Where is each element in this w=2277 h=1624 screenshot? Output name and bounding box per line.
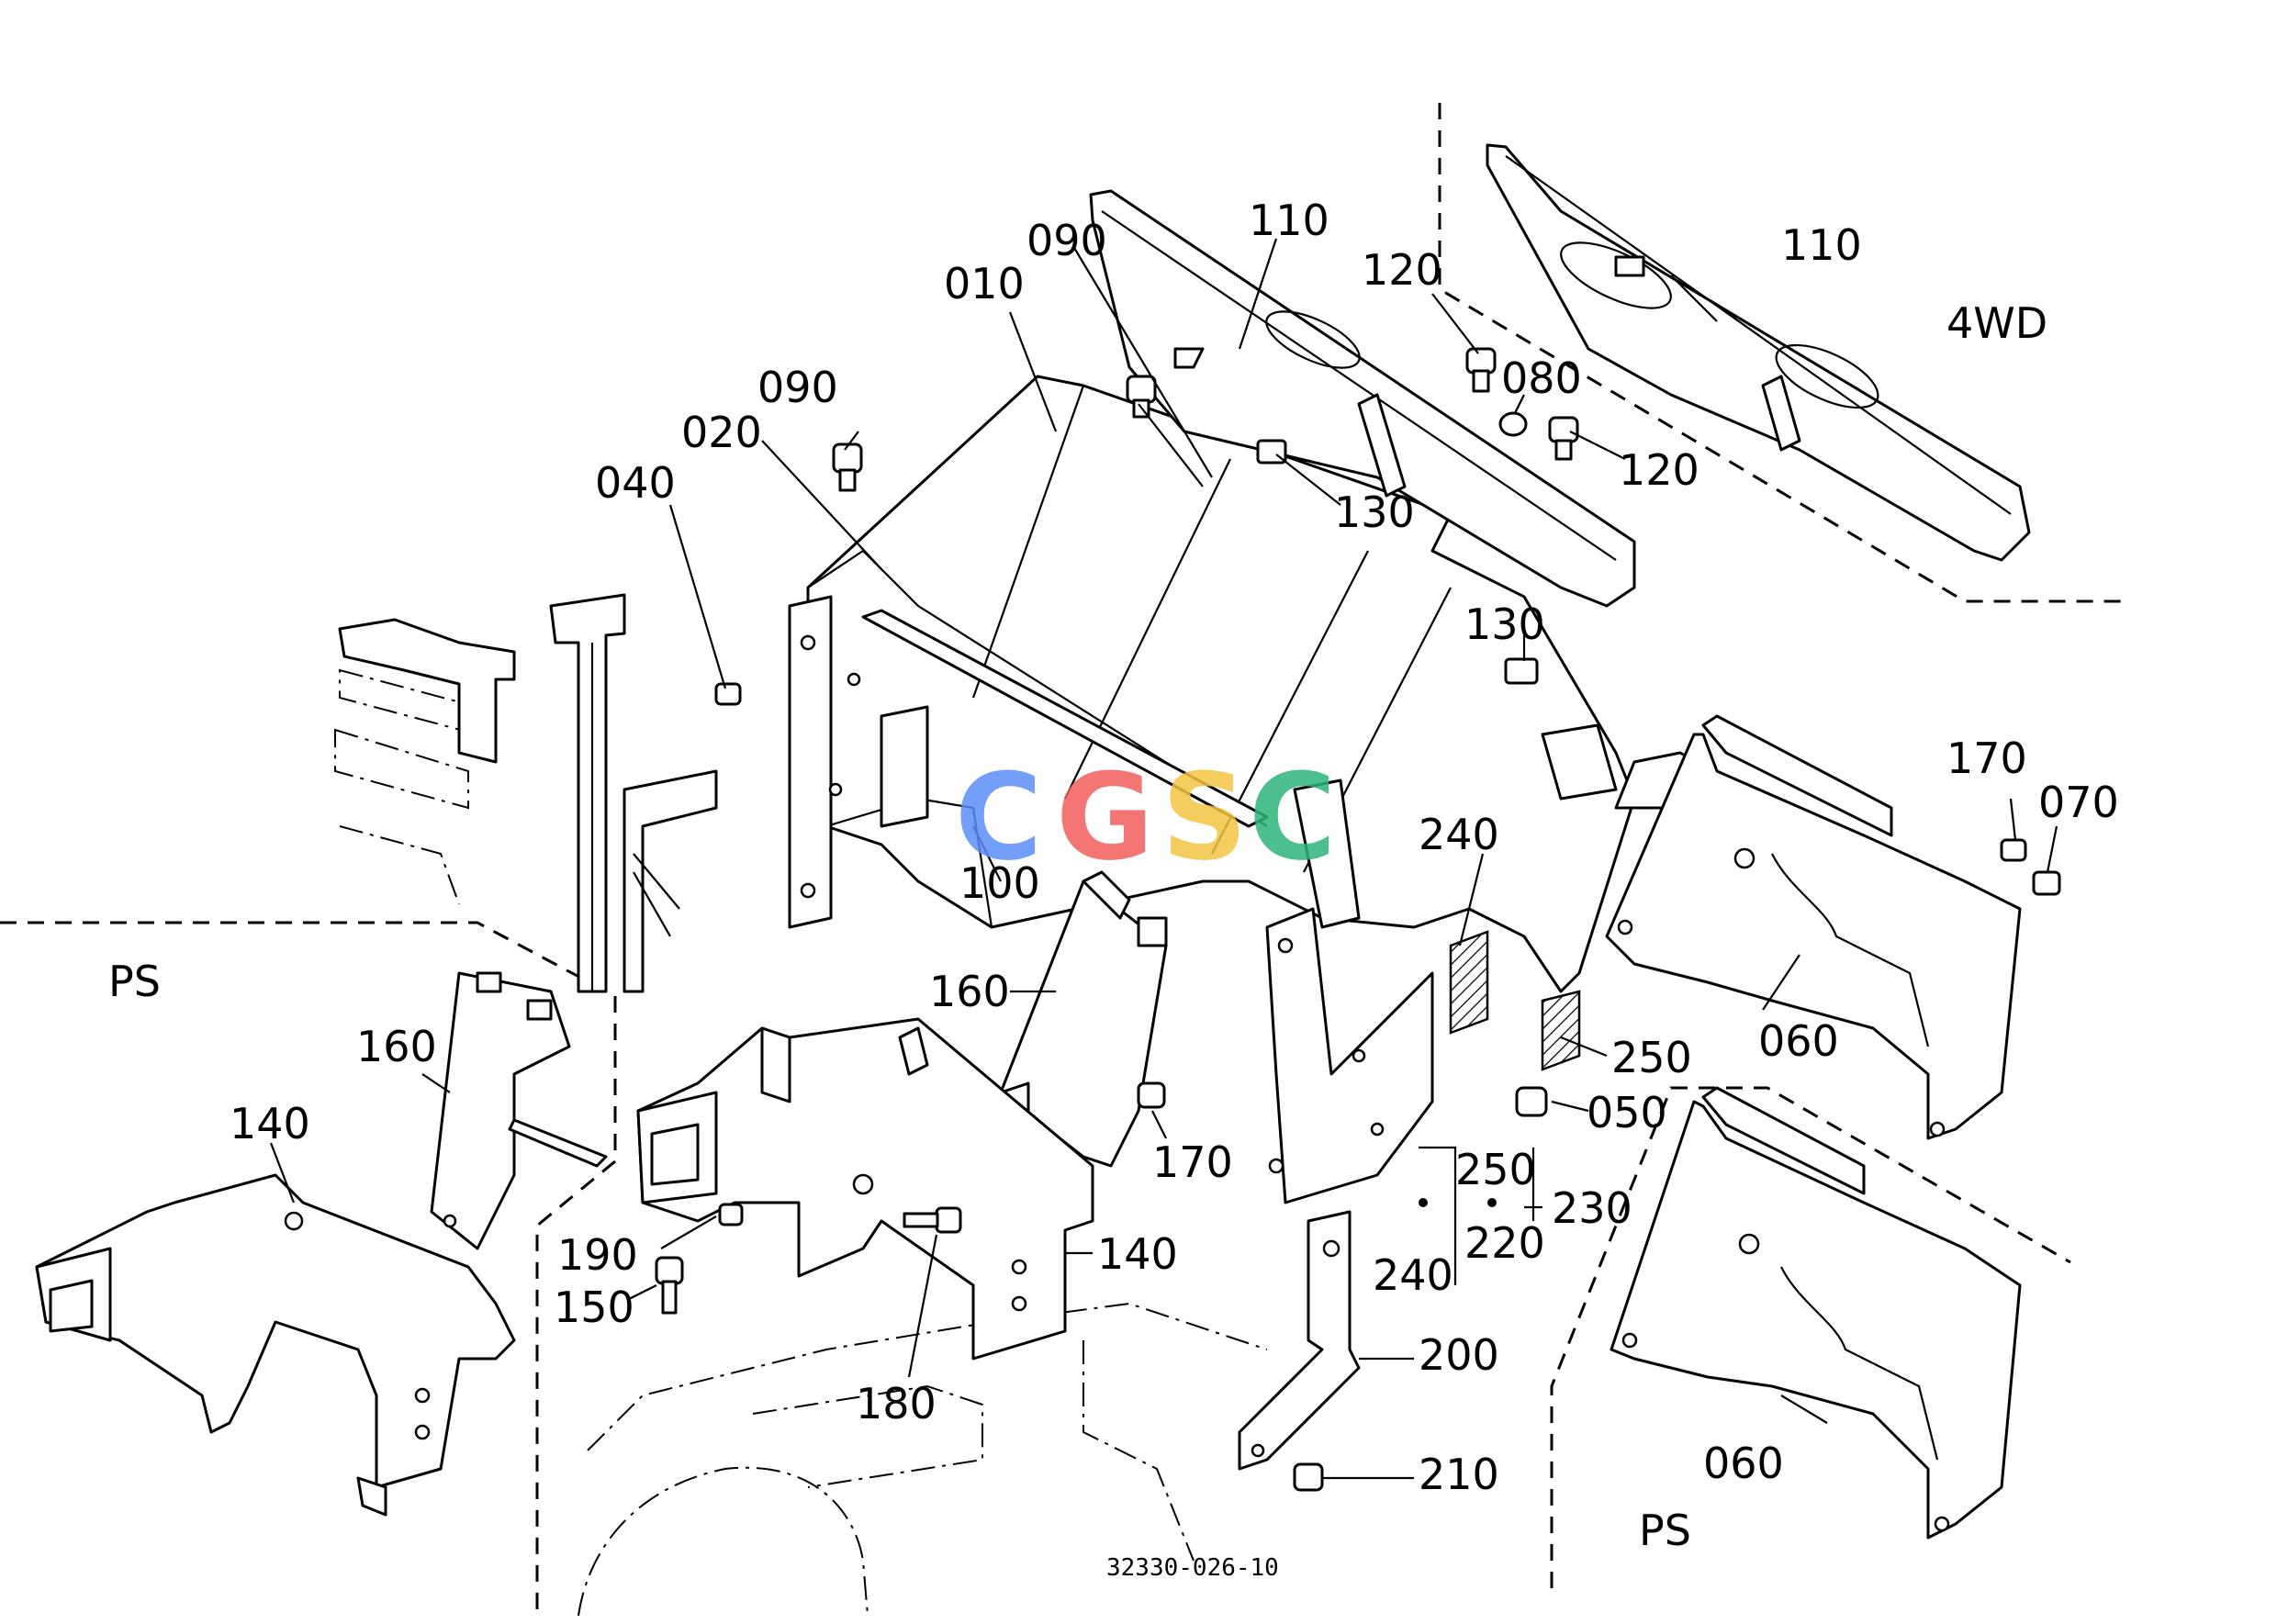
- label-100: 100: [959, 858, 1040, 908]
- nut-190: [718, 1203, 744, 1226]
- label-150: 150: [554, 1282, 634, 1332]
- label-110-a: 110: [1249, 196, 1329, 245]
- label-170-a: 170: [1946, 734, 2027, 783]
- watermark-letter-g: G: [1056, 747, 1154, 887]
- label-140-a: 140: [230, 1099, 310, 1148]
- label-120-a: 120: [1362, 245, 1442, 295]
- main-frame-140: [636, 1017, 1094, 1361]
- side-bracket-060: [1605, 714, 2022, 1140]
- label-200: 200: [1419, 1330, 1499, 1380]
- label-010: 010: [944, 259, 1025, 308]
- nut-070: [2032, 870, 2061, 896]
- bolt-090-left: [832, 442, 863, 492]
- watermark-logo: C G S C: [955, 747, 1336, 887]
- watermark-letter-c2: C: [1249, 747, 1336, 887]
- label-160-b: 160: [929, 967, 1010, 1016]
- bolt-170-center: [1137, 1081, 1166, 1109]
- decal-labels: [1449, 930, 1581, 1071]
- label-180: 180: [856, 1379, 937, 1428]
- label-120-b: 120: [1619, 445, 1699, 495]
- label-110-b: 110: [1781, 220, 1862, 270]
- fasteners: [655, 347, 2061, 1492]
- label-240-b: 240: [1373, 1250, 1453, 1300]
- bolt-150: [655, 1256, 684, 1315]
- clip-130-b: [1504, 657, 1539, 685]
- label-140-b: 140: [1097, 1229, 1178, 1279]
- variant-label-4wd: 4WD: [1946, 298, 2047, 348]
- label-050: 050: [1587, 1088, 1667, 1137]
- variant-boundaries: [0, 103, 2130, 1611]
- label-020: 020: [681, 408, 762, 457]
- ps-frame-140: [35, 1173, 516, 1517]
- label-230: 230: [1552, 1183, 1632, 1233]
- rubber-trim-110: [1089, 189, 1636, 608]
- variant-label-ps-left: PS: [108, 957, 161, 1006]
- bolt-180: [903, 1206, 962, 1234]
- rubber-trim-110-4wd: [1486, 143, 2031, 562]
- label-060-a: 060: [1758, 1016, 1839, 1066]
- bracket-200: [1238, 1210, 1361, 1471]
- bolt-090-right: [1126, 375, 1157, 419]
- label-240-a: 240: [1419, 810, 1499, 859]
- leader-lines: [269, 238, 2058, 1480]
- label-250-b: 250: [1455, 1145, 1536, 1194]
- drawing-number: 32330-026-10: [1106, 1554, 1279, 1582]
- cap-080: [1498, 411, 1528, 437]
- label-070: 070: [2038, 778, 2119, 827]
- label-090-a: 090: [757, 363, 838, 412]
- nut-040: [714, 682, 742, 706]
- left-frame-bracket: [338, 593, 718, 993]
- watermark-letter-c1: C: [955, 747, 1042, 887]
- ps-support-160: [430, 971, 608, 1250]
- label-210: 210: [1419, 1450, 1499, 1499]
- part-labels: 010 020 040 050 060 060 070 080 090 090 …: [108, 196, 2119, 1582]
- bolt-120-a: [1465, 347, 1497, 393]
- label-130-a: 130: [1334, 487, 1415, 537]
- label-040: 040: [595, 458, 676, 508]
- label-190: 190: [557, 1230, 638, 1280]
- side-bracket-060-ps: [1610, 1086, 2022, 1540]
- label-130-b: 130: [1464, 599, 1545, 649]
- rivet-240-dot: [1419, 1198, 1428, 1207]
- dash-panel-010: [788, 375, 1746, 1204]
- watermark-letter-s: S: [1161, 747, 1248, 887]
- label-060-b: 060: [1703, 1439, 1784, 1488]
- rivet-250-dot: [1487, 1198, 1497, 1207]
- bolt-210: [1293, 1462, 1324, 1492]
- label-160-a: 160: [356, 1022, 437, 1071]
- label-080: 080: [1501, 353, 1582, 403]
- variant-label-ps-right: PS: [1639, 1506, 1691, 1555]
- label-170-b: 170: [1152, 1137, 1233, 1187]
- bolt-120-b: [1548, 416, 1579, 461]
- bolt-170-right: [2000, 838, 2027, 862]
- label-250-a: 250: [1611, 1033, 1692, 1082]
- bolt-050: [1515, 1086, 1548, 1117]
- label-090-b: 090: [1026, 216, 1107, 265]
- label-220: 220: [1464, 1218, 1545, 1268]
